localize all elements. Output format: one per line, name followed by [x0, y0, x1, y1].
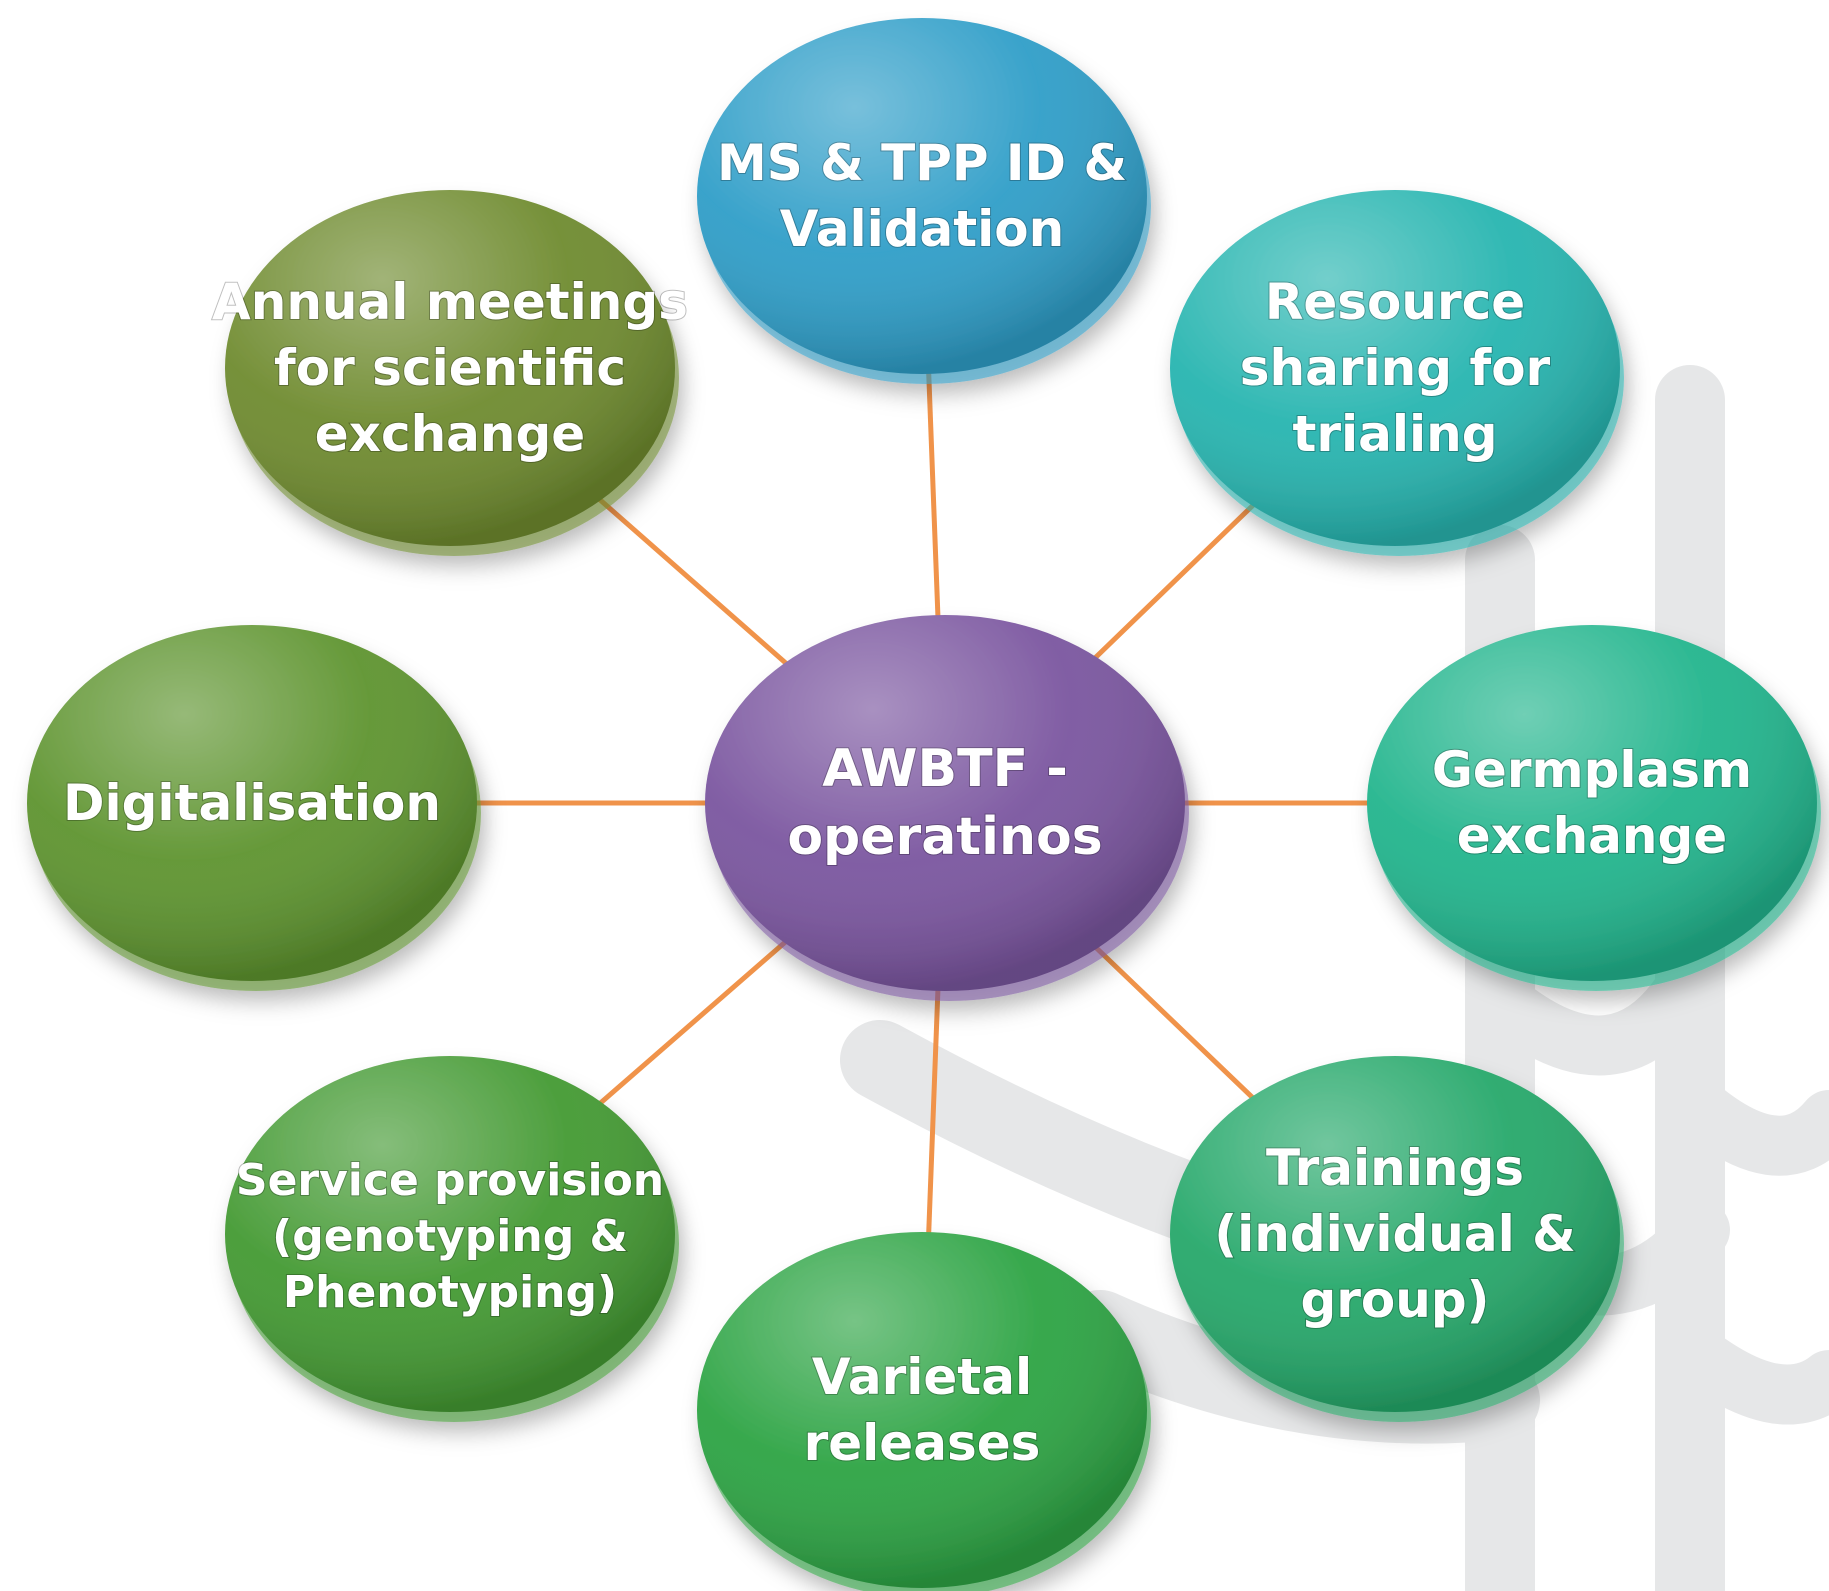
node-annual-label-line: exchange — [315, 405, 585, 463]
node-annual-gloss — [225, 190, 675, 546]
node-ms-tpp — [697, 18, 1151, 384]
node-digitalisation-gloss — [27, 625, 477, 981]
node-center-label-line: operatinos — [787, 807, 1102, 867]
node-annual-label: Annual meetings for scientific exchange — [212, 273, 688, 463]
node-trainings-label-line: group) — [1300, 1271, 1489, 1329]
node-trainings — [1170, 1056, 1624, 1422]
node-ms-tpp-label-line: Validation — [780, 200, 1065, 258]
node-germplasm-label-line: exchange — [1457, 807, 1727, 865]
node-service-label-line: (genotyping & — [272, 1211, 628, 1262]
node-resource-sharing-label-line: Resource — [1265, 273, 1525, 331]
node-service-label-line: Service provision — [236, 1155, 664, 1206]
node-service — [225, 1056, 679, 1422]
node-varietal-label-line: Varietal — [812, 1348, 1032, 1406]
node-resource-sharing-label-line: sharing for — [1240, 339, 1551, 397]
node-varietal-gloss — [697, 1232, 1147, 1588]
node-resource-sharing — [1170, 190, 1624, 556]
node-annual — [225, 190, 679, 556]
node-service-gloss — [225, 1056, 675, 1412]
center-node: AWBTF - operatinos — [705, 615, 1189, 1001]
node-resource-sharing-gloss — [1170, 190, 1620, 546]
node-ms-tpp-label: MS & TPP ID & Validation — [717, 134, 1127, 258]
node-varietal-label-line: releases — [804, 1414, 1041, 1472]
node-trainings-label: Trainings (individual & group) — [1214, 1139, 1576, 1329]
node-center-gloss — [705, 615, 1185, 991]
node-germplasm-gloss — [1367, 625, 1817, 981]
node-annual-label-line: for scientific — [274, 339, 626, 397]
node-digitalisation-label-line: Digitalisation — [63, 774, 441, 832]
node-center-label: AWBTF - operatinos — [787, 739, 1102, 867]
node-ms-tpp-gloss — [697, 18, 1147, 374]
node-center-label-line: AWBTF - — [822, 739, 1068, 799]
node-annual-label-line: Annual meetings — [212, 273, 688, 331]
node-germplasm-label-line: Germplasm — [1432, 741, 1752, 799]
node-germplasm — [1367, 625, 1821, 991]
node-varietal-label: Varietal releases — [804, 1348, 1041, 1472]
node-service-label: Service provision(genotyping &Phenotypin… — [236, 1155, 664, 1318]
node-resource-sharing-label: Resource sharing for trialing — [1240, 273, 1551, 463]
node-digitalisation-label: Digitalisation — [63, 774, 441, 832]
node-trainings-gloss — [1170, 1056, 1620, 1412]
node-trainings-label-line: (individual & — [1214, 1205, 1576, 1263]
node-varietal — [697, 1232, 1151, 1591]
node-digitalisation — [27, 625, 481, 991]
node-center — [705, 615, 1189, 1001]
node-germplasm-label: Germplasm exchange — [1432, 741, 1752, 865]
node-service-label-line: Phenotyping) — [283, 1267, 617, 1318]
node-resource-sharing-label-line: trialing — [1292, 405, 1497, 463]
node-ms-tpp-label-line: MS & TPP ID & — [717, 134, 1127, 192]
node-trainings-label-line: Trainings — [1266, 1139, 1524, 1197]
